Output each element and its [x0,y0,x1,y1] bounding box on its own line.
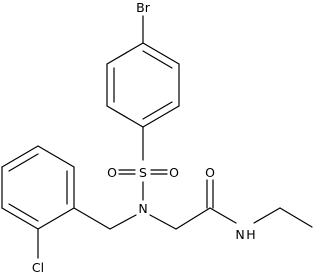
sulfonyl-oxygen-right-label: O [169,165,179,180]
amide-hydrogen-label: H [246,227,255,242]
sulfonyl-oxygen-left-label: O [107,165,117,180]
sulfonamide-nitrogen-label: N [138,201,147,216]
bromine-label: Br [136,0,151,15]
bond-lines [1,15,313,259]
chlorine-label: Cl [32,260,44,275]
sulfur-label: S [139,165,147,180]
carbonyl-oxygen-label: O [205,165,215,180]
amide-nitrogen-label: N [235,227,244,242]
atom-labels: Br S O O N O N H Cl [32,0,256,275]
